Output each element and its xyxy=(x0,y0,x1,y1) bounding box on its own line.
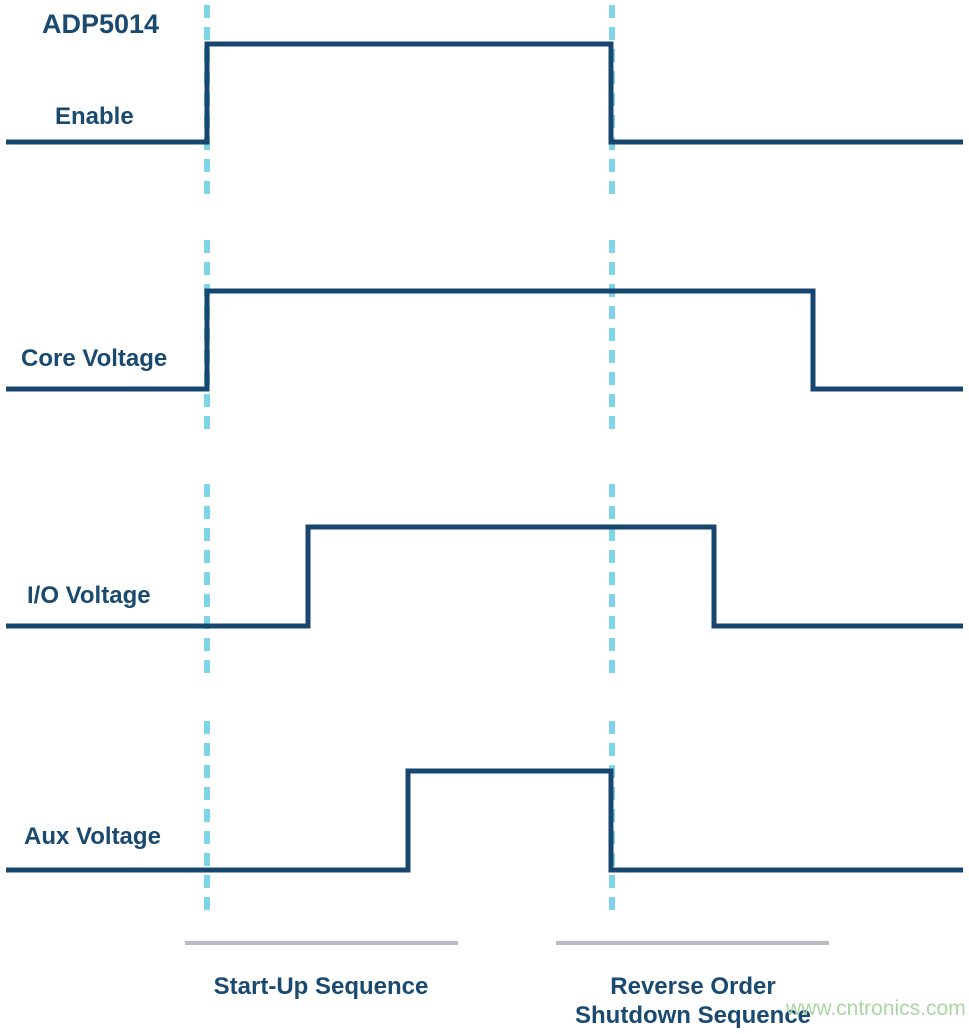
signal-label-enable: Enable xyxy=(55,103,134,130)
signal-label-io-voltage: I/O Voltage xyxy=(27,582,151,609)
chip-title: ADP5014 xyxy=(42,9,160,39)
signal-label-aux-voltage: Aux Voltage xyxy=(24,823,161,850)
startup-sequence-label-line: Start-Up Sequence xyxy=(213,973,429,1000)
shutdown-sequence-label-line: Shutdown Sequence xyxy=(574,1002,812,1029)
shutdown-sequence-label-line: Reverse Order xyxy=(610,973,776,1000)
signal-waveform-enable xyxy=(6,41,963,145)
signal-waveform-core-voltage xyxy=(6,288,963,392)
signal-waveform-io-voltage xyxy=(6,524,963,629)
signal-label-core-voltage: Core Voltage xyxy=(21,345,168,372)
watermark-text: www.cntronics.com xyxy=(786,997,966,1020)
signal-waveform-aux-voltage xyxy=(6,768,963,873)
startup-sequence-label: Start-Up Sequence xyxy=(214,972,429,1001)
